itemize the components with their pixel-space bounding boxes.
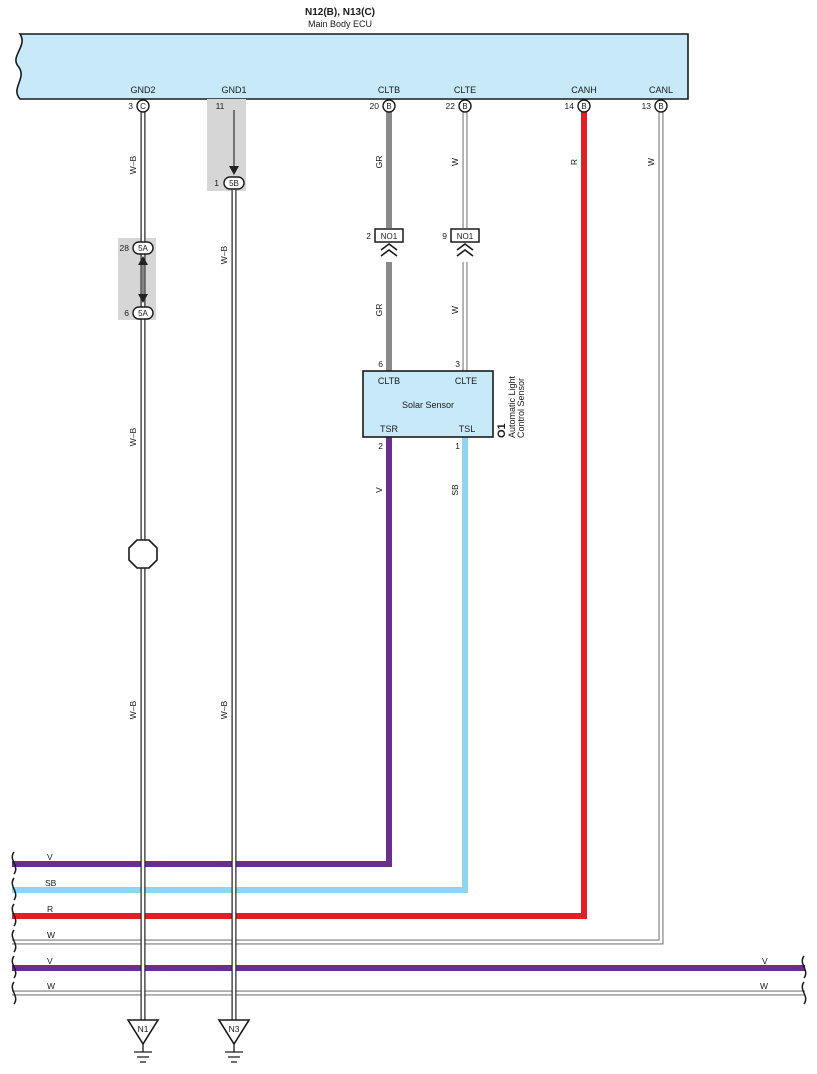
sensor-box: [362, 370, 494, 438]
ecu-box: [15, 33, 689, 100]
ecu-pin-name-cltb: CLTB: [378, 85, 400, 95]
main-body-ecu: N12(B), N13(C) Main Body ECU GND2 GND1 C…: [15, 7, 689, 100]
wire-labels: W–B W–B W–B W–B W–B GR GR W W R W V SB: [128, 155, 656, 719]
cltb-connector-letter: B: [386, 102, 391, 111]
junction-5a: 5A 28 5A 6: [120, 241, 154, 320]
ground-triangle-icon: [126, 1019, 160, 1046]
sensor-pin-tsl: TSL: [459, 424, 476, 434]
wire-label-cltb-top: GR: [374, 156, 384, 169]
gnd1-pin-number: 11: [216, 101, 225, 111]
connector-chevron-icon: [380, 243, 398, 257]
sensor-pin-clte: CLTE: [455, 376, 477, 386]
solar-sensor: CLTB CLTE Solar Sensor TSR TSL 6 3 2 1 O…: [362, 359, 526, 451]
ground-n1: N1: [126, 1019, 160, 1063]
canh-pin-number: 14: [565, 101, 575, 111]
ecu-pin-name-canl: CANL: [649, 85, 673, 95]
sensor-pin-num-cltb: 6: [378, 359, 383, 369]
wire-label-gnd1-mid: W–B: [219, 245, 229, 264]
connector-no1-right: NO1 9: [442, 228, 480, 257]
ground-label-n1: N1: [138, 1024, 149, 1034]
ground-wire-overlay: [140, 855, 237, 1020]
ground-symbol-icon: [134, 1044, 152, 1063]
gnd1-splice-shade: [207, 99, 246, 191]
splice-down-arrow-icon: [138, 294, 148, 303]
wire-label-clte-mid: W: [450, 306, 460, 314]
cltb-pin-number: 20: [370, 101, 380, 111]
wire-label-canl: W: [646, 158, 656, 166]
gnd2-connector-letter: C: [140, 102, 146, 111]
clte-pin-number: 22: [446, 101, 456, 111]
ground-label-n3: N3: [229, 1024, 240, 1034]
bus-label-r: R: [47, 904, 53, 914]
bus-label-v-2-right: V: [762, 956, 768, 966]
splice-up-arrow-icon: [138, 256, 148, 265]
junction-5b: 5B 1: [214, 176, 245, 190]
ground-n3: N3: [217, 1019, 251, 1063]
wire-label-gnd1-low: W–B: [219, 700, 229, 719]
ecu-pin-name-clte: CLTE: [454, 85, 476, 95]
wire-label-gnd2-top: W–B: [128, 155, 138, 174]
sensor-pin-num-tsl: 1: [455, 441, 460, 451]
connector-chevron-icon: [456, 243, 474, 257]
gnd2-pin-number: 3: [128, 101, 133, 111]
ground-symbol-icon: [225, 1044, 243, 1063]
bus-label-w-2: W: [47, 981, 55, 991]
ecu-pin-connectors: C 3 11 B 20 B 22 B 14 B 13: [128, 99, 668, 113]
canl-connector-letter: B: [658, 102, 663, 111]
break-marks: [11, 851, 807, 1005]
splice-point-octagon-icon: [128, 539, 158, 569]
sensor-description-line2: Control Sensor: [516, 378, 526, 438]
sensor-pin-tsr: TSR: [380, 424, 399, 434]
canh-connector-letter: B: [581, 102, 586, 111]
svg-text:28: 28: [120, 243, 130, 253]
wire-label-tsr: V: [374, 487, 384, 493]
wire-label-cltb-mid: GR: [374, 304, 384, 317]
sensor-description-line1: Automatic Light: [507, 375, 517, 438]
connector-no1-left: NO1 2: [366, 228, 404, 257]
svg-text:6: 6: [124, 308, 129, 318]
wire-label-gnd2-mid: W–B: [128, 427, 138, 446]
svg-text:9: 9: [442, 231, 447, 241]
ground-triangle-icon: [217, 1019, 251, 1046]
svg-text:2: 2: [366, 231, 371, 241]
bus-label-v-2: V: [47, 956, 53, 966]
bus-label-w-2-right: W: [760, 981, 768, 991]
sensor-code: O1: [496, 423, 508, 438]
sensor-pin-num-tsr: 2: [378, 441, 383, 451]
bus-label-w-1: W: [47, 930, 55, 940]
svg-text:NO1: NO1: [457, 232, 474, 241]
sensor-name: Solar Sensor: [402, 400, 454, 410]
svg-text:5B: 5B: [229, 179, 239, 188]
wire-label-clte-top: W: [450, 158, 460, 166]
clte-connector-letter: B: [462, 102, 467, 111]
ecu-pin-name-canh: CANH: [571, 85, 597, 95]
bus-labels: V SB R W V W V W: [45, 852, 768, 991]
ecu-pin-name-gnd2: GND2: [130, 85, 155, 95]
ecu-name: Main Body ECU: [308, 19, 372, 29]
svg-text:5A: 5A: [138, 244, 148, 253]
bus-label-sb: SB: [45, 878, 57, 888]
svg-text:NO1: NO1: [381, 232, 398, 241]
svg-text:1: 1: [214, 178, 219, 188]
wire-label-tsl: SB: [450, 484, 460, 496]
wire-label-canh: R: [569, 159, 579, 165]
wire-label-gnd2-low: W–B: [128, 700, 138, 719]
canl-pin-number: 13: [642, 101, 652, 111]
ecu-pin-name-gnd1: GND1: [221, 85, 246, 95]
sensor-pin-cltb: CLTB: [378, 376, 400, 386]
ecu-connector-title: N12(B), N13(C): [305, 7, 375, 18]
bus-label-v-1: V: [47, 852, 53, 862]
gnd1-arrow-icon: [229, 166, 239, 175]
svg-text:5A: 5A: [138, 309, 148, 318]
sensor-pin-num-clte: 3: [455, 359, 460, 369]
